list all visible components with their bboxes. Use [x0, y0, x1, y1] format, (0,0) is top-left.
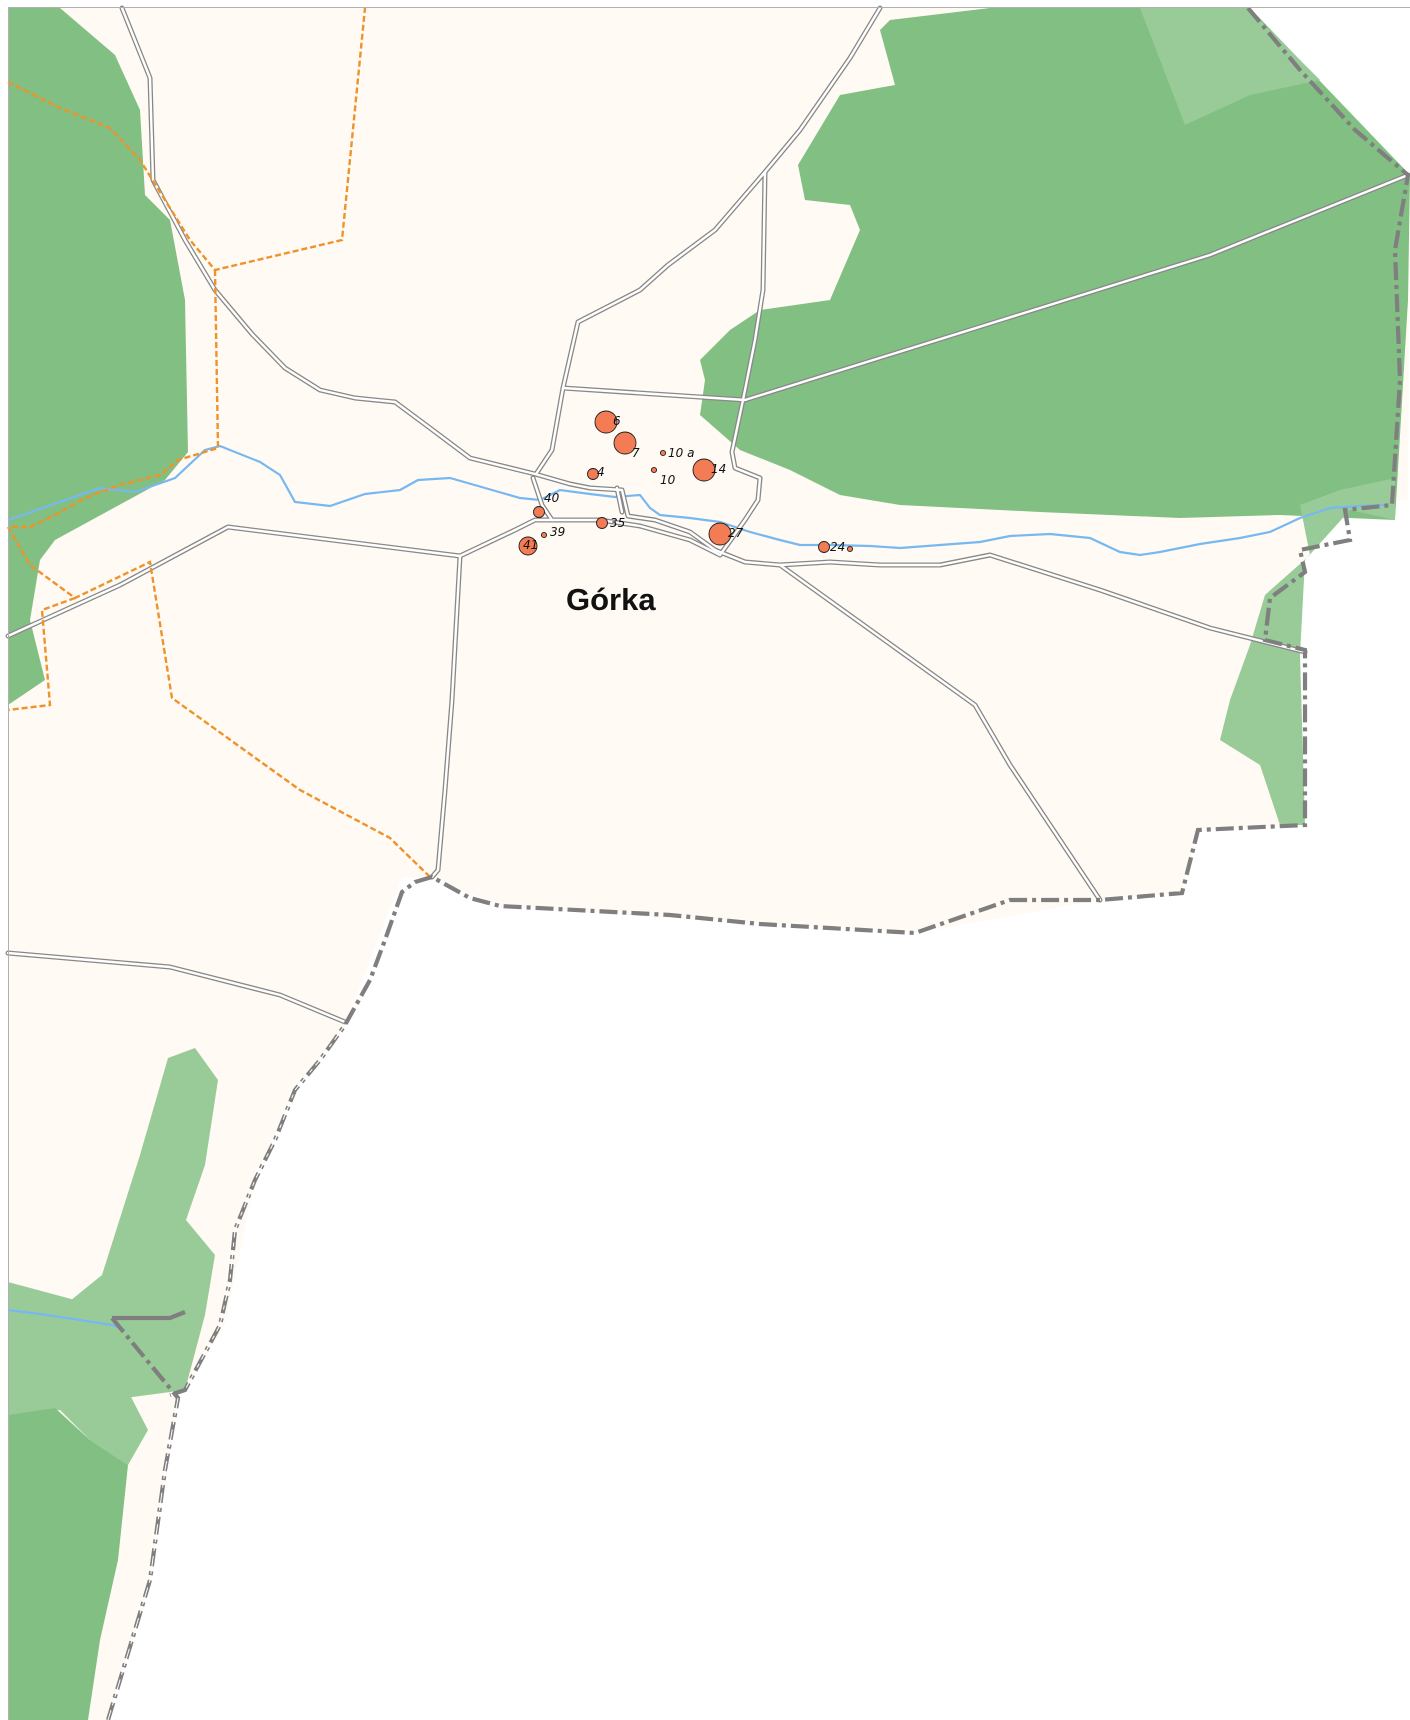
- marker-label: 41: [523, 538, 538, 552]
- place-label: Górka: [566, 582, 656, 617]
- forest-area: [700, 8, 1410, 520]
- gray-boundaries-inner: [107, 1024, 346, 1720]
- stream: [7, 444, 1386, 557]
- marker-point[interactable]: [613, 431, 637, 455]
- marker-point[interactable]: [650, 466, 658, 474]
- marker-label: 10 a: [668, 446, 694, 460]
- forest-area: [8, 8, 188, 705]
- marker-label: 27: [728, 526, 744, 540]
- forest-area-light: [1220, 478, 1395, 825]
- marker-point[interactable]: [518, 536, 538, 556]
- marker-point[interactable]: [594, 410, 618, 434]
- marker-point[interactable]: [587, 468, 599, 480]
- roads-fill: [6, 6, 1410, 1024]
- admin-boundary: [8, 269, 220, 529]
- marker-layer[interactable]: 6 7 10 a 4 10 14 40 39 35 41 27 24: [518, 410, 854, 556]
- marker-label: 39: [550, 525, 565, 539]
- marker-point[interactable]: [692, 458, 716, 482]
- marker-point[interactable]: [533, 506, 545, 518]
- marker-point[interactable]: [846, 545, 854, 553]
- marker-label: 14: [711, 462, 726, 476]
- marker-label: 35: [610, 516, 625, 530]
- marker-point[interactable]: [540, 531, 548, 539]
- stream: [7, 1308, 126, 1332]
- marker-label: 10: [660, 473, 676, 487]
- boundary-segment: [112, 1310, 186, 1321]
- marker-point[interactable]: [818, 541, 830, 553]
- marker-label: 7: [632, 446, 640, 460]
- marker-label: 24: [830, 540, 845, 554]
- marker-label: 40: [544, 491, 560, 505]
- marker-point[interactable]: [708, 522, 732, 546]
- water-layer: [7, 444, 1386, 1332]
- forest-area-light: [8, 1282, 148, 1465]
- admin-boundary: [6, 526, 431, 878]
- forest-layer: [8, 8, 1410, 1720]
- marker-label: 6: [613, 414, 621, 428]
- admin-boundary: [7, 7, 367, 272]
- admin-boundary: [7, 596, 76, 712]
- forest-area: [8, 1408, 128, 1720]
- marker-point[interactable]: [659, 449, 667, 457]
- marker-label: 4: [597, 465, 605, 479]
- marker-point[interactable]: [596, 517, 608, 529]
- municipal-boundary: [169, 6, 1410, 1397]
- orange-boundaries: [6, 7, 431, 878]
